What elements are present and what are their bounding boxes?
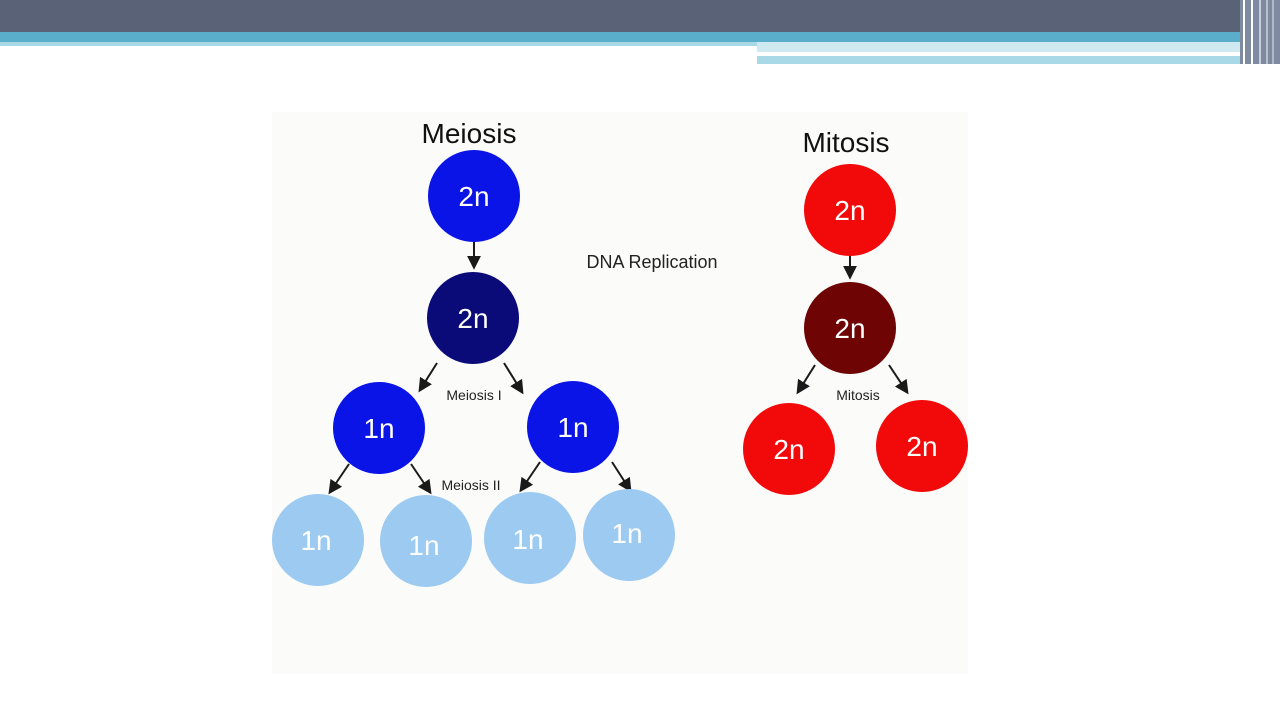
header-accent-gap [757, 52, 1280, 56]
mitosis-daughter-left: 2n [743, 403, 835, 495]
meiosis1-cell-left: 1n [333, 382, 425, 474]
meiosis1-cell-right: 1n [527, 381, 619, 473]
mitosis-daughter-right: 2n [876, 400, 968, 492]
meiosis-title: Meiosis [422, 118, 517, 149]
header-accent-stripe-lower [757, 56, 1280, 64]
meiosis-mitosis-diagram: Meiosis 2n 2n Meiosis I 1n 1n Meiosis II [272, 112, 968, 674]
mitosis-division-label: Mitosis [836, 387, 880, 403]
mitosis-arrow-right [888, 364, 909, 395]
header-accent-stripe-light [0, 42, 757, 46]
mitosis-parent-ploidy: 2n [834, 195, 865, 226]
gamete-cell-2: 1n [380, 495, 472, 587]
header-accent-stripe-right [757, 42, 1280, 52]
header-accent-stripe [0, 32, 1280, 42]
meiosis2-arrow-2 [410, 463, 432, 495]
gamete-cell-3: 1n [484, 492, 576, 584]
meiosis1-cell-right-ploidy: 1n [557, 412, 588, 443]
mitosis-title: Mitosis [802, 127, 889, 158]
meiosis2-arrow-3 [519, 461, 541, 493]
meiosis1-label: Meiosis I [446, 387, 501, 403]
mitosis-daughter-right-ploidy: 2n [906, 431, 937, 462]
meiosis1-arrow-right [503, 362, 524, 395]
diagram-canvas: Meiosis 2n 2n Meiosis I 1n 1n Meiosis II [272, 118, 968, 587]
meiosis-replicated-cell: 2n [427, 272, 519, 364]
mitosis-replicated-ploidy: 2n [834, 313, 865, 344]
meiosis2-label: Meiosis II [441, 477, 500, 493]
meiosis1-cell-left-ploidy: 1n [363, 413, 394, 444]
meiosis-parent-cell: 2n [428, 150, 520, 242]
meiosis-replicated-ploidy: 2n [457, 303, 488, 334]
mitosis-arrow-left [796, 364, 816, 395]
mitosis-replicated-cell: 2n [804, 282, 896, 374]
slide-header-bar [0, 0, 1280, 32]
gamete-cell-4: 1n [583, 489, 675, 581]
meiosis-parent-ploidy: 2n [458, 181, 489, 212]
gamete-cell-4-ploidy: 1n [611, 518, 642, 549]
header-corner-decoration [1240, 0, 1280, 64]
gamete-cell-2-ploidy: 1n [408, 530, 439, 561]
gamete-cell-3-ploidy: 1n [512, 524, 543, 555]
meiosis2-arrow-4 [611, 461, 632, 493]
meiosis2-arrow-1 [328, 463, 350, 495]
dna-replication-label: DNA Replication [586, 252, 717, 272]
gamete-cell-1: 1n [272, 494, 364, 586]
meiosis1-arrow-left [418, 362, 438, 393]
mitosis-parent-cell: 2n [804, 164, 896, 256]
gamete-cell-1-ploidy: 1n [300, 525, 331, 556]
mitosis-daughter-left-ploidy: 2n [773, 434, 804, 465]
